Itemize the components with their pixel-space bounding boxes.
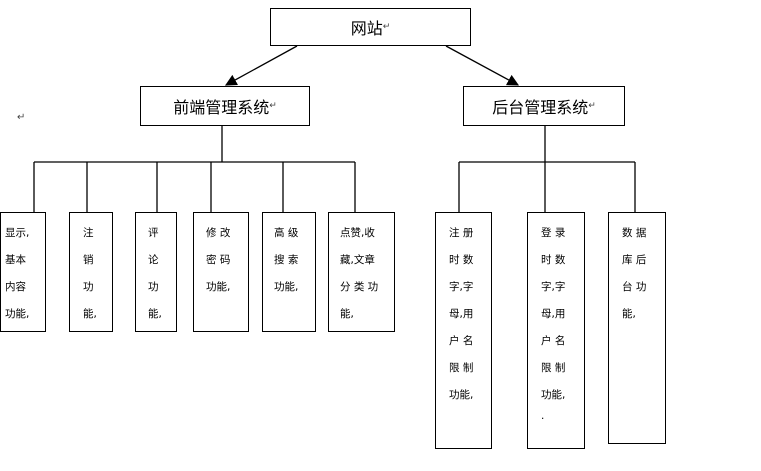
leaf-text-line: 字,字 (541, 281, 566, 293)
leaf-text-line: 母,用 (541, 308, 566, 320)
leaf-like-collect-categorize: 点赞,收 藏,文章 分 类 功 能, (328, 212, 395, 332)
leaf-text-line: 搜 索 (274, 254, 299, 266)
arrow-root-to-backend (445, 45, 520, 86)
leaf-text-line: 密 码 (206, 254, 231, 266)
leaf-text-line: 功 (83, 281, 94, 293)
leaf-text-line: 注 (83, 227, 94, 239)
backend-system-node: 后台管理系统↵ (463, 86, 625, 126)
leaf-text-line: 时 数 (541, 254, 566, 266)
frontend-system-label: 前端管理系统 (173, 98, 270, 117)
leaf-text-line: 限 制 (541, 362, 566, 374)
leaf-text-line: 限 制 (449, 362, 474, 374)
leaf-text-line: 点赞,收 (340, 227, 375, 239)
leaf-text-line: 功能, (541, 389, 566, 401)
leaf-register-input-limit: 注 册 时 数 字,字 母,用 户 名 限 制 功能, (435, 212, 492, 449)
arrow-root-to-frontend (224, 45, 298, 86)
leaf-change-password: 修 改 密 码 功能, (193, 212, 249, 332)
leaf-text-line: 字,字 (449, 281, 474, 293)
leaf-text-line: 论 (148, 254, 159, 266)
leaf-text-line: 基本 (5, 254, 26, 266)
backend-system-label: 后台管理系统 (492, 98, 589, 117)
leaf-text-line: 能, (340, 308, 354, 320)
leaf-text-line: 功 (148, 281, 159, 293)
frontend-system-node: 前端管理系统↵ (140, 86, 310, 126)
leaf-display-basic-content: 显示, 基本 内容 功能, (0, 212, 46, 332)
paragraph-mark: ↵ (382, 22, 391, 32)
leaf-login-input-limit: 登 录 时 数 字,字 母,用 户 名 限 制 功能, . (527, 212, 585, 449)
leaf-text-line: 功能, (5, 308, 30, 320)
leaf-text-line: 户 名 (541, 335, 566, 347)
leaf-text-line: 藏,文章 (340, 254, 375, 266)
leaf-logout: 注 销 功 能, (69, 212, 113, 332)
leaf-text-line: 评 (148, 227, 159, 239)
leaf-text-line: 注 册 (449, 227, 474, 239)
leaf-text-line: 库 后 (622, 254, 647, 266)
paragraph-mark: ↵ (588, 101, 596, 111)
leaf-text-line: 台 功 (622, 281, 647, 293)
leaf-text-line: 内容 (5, 281, 26, 293)
stray-paragraph-mark: ↵ (17, 112, 26, 123)
leaf-text-line: 功能, (206, 281, 231, 293)
leaf-text-line: 数 据 (622, 227, 647, 239)
leaf-text-line: 显示, (5, 227, 30, 239)
leaf-text-line: 功能, (449, 389, 474, 401)
leaf-text-line: 分 类 功 (340, 281, 379, 293)
paragraph-mark: ↵ (269, 101, 277, 111)
leaf-database-backend: 数 据 库 后 台 功 能, (608, 212, 666, 444)
root-node-label: 网站 (350, 19, 383, 38)
connector-lines (33, 45, 636, 212)
leaf-text-line: 户 名 (449, 335, 474, 347)
leaf-text-line: 能, (622, 308, 636, 320)
leaf-advanced-search: 高 级 搜 索 功能, (262, 212, 316, 332)
leaf-text-line: 母,用 (449, 308, 474, 320)
leaf-text-line: 时 数 (449, 254, 474, 266)
root-node-website: 网站↵ (270, 8, 471, 46)
leaf-text-line: 修 改 (206, 227, 231, 239)
leaf-text-line: 能, (83, 308, 97, 320)
leaf-text-line: 登 录 (541, 227, 566, 239)
leaf-text-line: 能, (148, 308, 162, 320)
leaf-comment: 评 论 功 能, (135, 212, 177, 332)
leaf-text-line: 高 级 (274, 227, 299, 239)
leaf-text-line: . (541, 410, 545, 422)
leaf-text-line: 销 (83, 254, 94, 266)
leaf-text-line: 功能, (274, 281, 299, 293)
